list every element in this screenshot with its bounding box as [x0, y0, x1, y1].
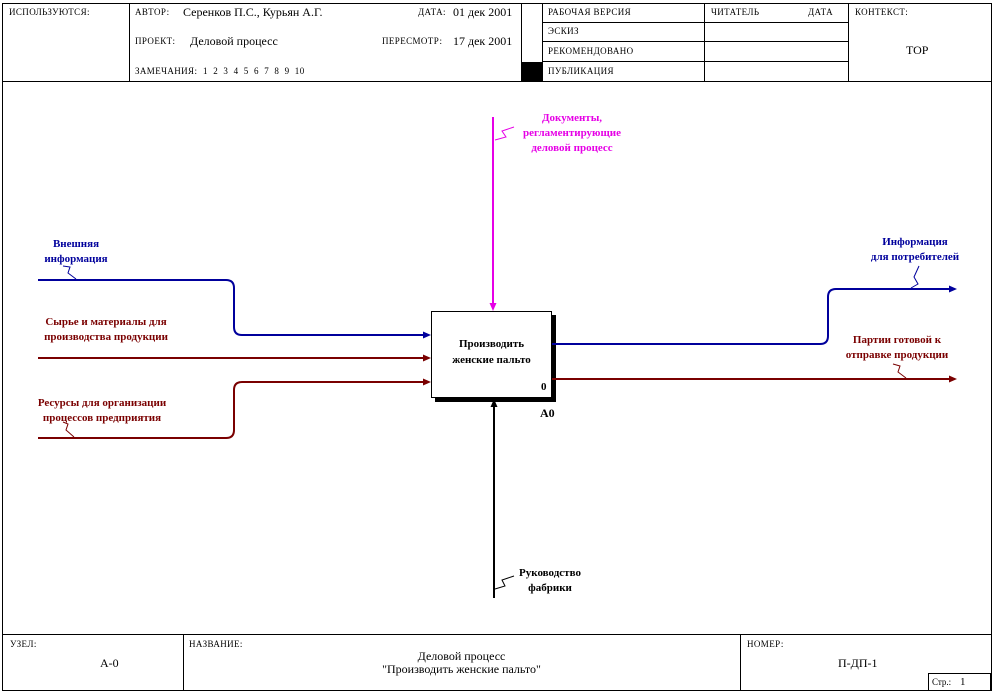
input3-label-squiggle — [62, 421, 75, 438]
activity-box[interactable] — [431, 311, 552, 398]
outer-frame — [2, 3, 992, 691]
status-working-version: РАБОЧАЯ ВЕРСИЯ — [548, 7, 632, 17]
date-label: ДАТА: — [418, 7, 446, 17]
reader-date-label: ДАТА — [808, 7, 833, 17]
input1-label-line: Внешняя — [52, 238, 100, 250]
number-label: НОМЕР: — [747, 639, 784, 649]
author-label: АВТОР: — [135, 7, 170, 17]
publication-marker — [522, 62, 542, 81]
output1-arrowhead — [949, 285, 957, 293]
project-label: ПРОЕКТ: — [135, 36, 176, 46]
node-label: УЗЕЛ: — [10, 639, 37, 649]
mechanism-label-line: фабрики — [528, 582, 572, 594]
notes-label: ЗАМЕЧАНИЯ: — [135, 66, 198, 76]
output2-label[interactable]: Партии готовой к отправке продукции — [827, 333, 967, 363]
page-label: Стр.: — [932, 677, 952, 687]
input3-label[interactable]: Ресурсы для организации процессов предпр… — [27, 396, 177, 426]
status-recommended: РЕКОМЕНДОВАНО — [548, 46, 634, 56]
used-label: ИСПОЛЬЗУЮТСЯ: — [9, 7, 90, 17]
title-label: НАЗВАНИЕ: — [189, 639, 243, 649]
output2-label-squiggle — [892, 363, 907, 379]
input2-arrowhead — [423, 354, 431, 362]
status-publication: ПУБЛИКАЦИЯ — [548, 66, 614, 76]
context-value: TOP — [906, 43, 929, 57]
context-label: КОНТЕКСТ: — [855, 7, 909, 17]
reader-label: ЧИТАТЕЛЬ — [711, 7, 760, 17]
page-value: 1 — [960, 676, 966, 688]
input1-arrow[interactable] — [38, 279, 425, 336]
mechanism-label-line: Руководство — [519, 567, 581, 579]
activity-title: Производить женские пальто — [431, 336, 552, 368]
control-label[interactable]: Документы, регламентирующие деловой проц… — [512, 111, 632, 156]
control-label-line: Документы, — [541, 112, 603, 124]
project-value: Деловой процесс — [190, 34, 278, 48]
control-label-line: регламентирующие — [523, 127, 621, 139]
status-draft: ЭСКИЗ — [548, 26, 579, 36]
revision-value: 17 дек 2001 — [453, 34, 513, 48]
output2-arrowhead — [949, 375, 957, 383]
mechanism-label-squiggle — [494, 575, 515, 590]
diagram-title: Деловой процесс "Производить женские пал… — [183, 650, 740, 676]
input1-arrowhead — [423, 331, 431, 339]
input1-label-squiggle — [62, 265, 77, 280]
author-value: Серенков П.С., Курьян А.Г. — [183, 5, 323, 19]
mechanism-label[interactable]: Руководство фабрики — [500, 566, 600, 596]
notes-numbers: 1 2 3 4 5 6 7 8 9 10 — [203, 66, 305, 76]
output2-label-line: Партии готовой к — [852, 334, 942, 346]
diagram-title-line: "Производить женские пальто" — [382, 662, 541, 676]
page-box — [928, 673, 991, 691]
activity-title-line: женские пальто — [452, 354, 531, 366]
activity-number: 0 — [541, 381, 547, 393]
output1-arrow[interactable] — [552, 288, 951, 345]
input1-label-line: информация — [44, 253, 108, 265]
diagram-title-line: Деловой процесс — [417, 649, 506, 663]
input3-arrow[interactable] — [38, 381, 425, 439]
input2-label[interactable]: Сырье и материалы для производства проду… — [36, 315, 176, 345]
control-arrowhead — [489, 303, 497, 311]
output1-label-line: Информация — [882, 236, 948, 248]
input3-label-line: процессов предприятия — [42, 412, 162, 424]
output1-label-squiggle — [910, 265, 920, 289]
input1-label[interactable]: Внешняя информация — [26, 237, 126, 267]
input3-arrowhead — [423, 378, 431, 386]
number-value: П-ДП-1 — [838, 656, 878, 670]
output1-label[interactable]: Информация для потребителей — [855, 235, 975, 265]
date-value: 01 дек 2001 — [453, 5, 513, 19]
input3-label-line: Ресурсы для организации — [37, 397, 167, 409]
control-label-squiggle — [494, 126, 515, 141]
input2-label-line: Сырье и материалы для — [45, 316, 167, 328]
control-label-line: деловой процесс — [531, 142, 613, 154]
revision-label: ПЕРЕСМОТР: — [382, 36, 443, 46]
output2-label-line: отправке продукции — [845, 349, 949, 361]
activity-node-id: А0 — [540, 406, 555, 420]
input2-label-line: производства продукции — [44, 331, 168, 343]
node-value: А-0 — [100, 656, 119, 670]
mechanism-arrowhead — [490, 399, 498, 407]
activity-title-line: Производить — [458, 338, 525, 350]
output1-label-line: для потребителей — [870, 251, 960, 263]
